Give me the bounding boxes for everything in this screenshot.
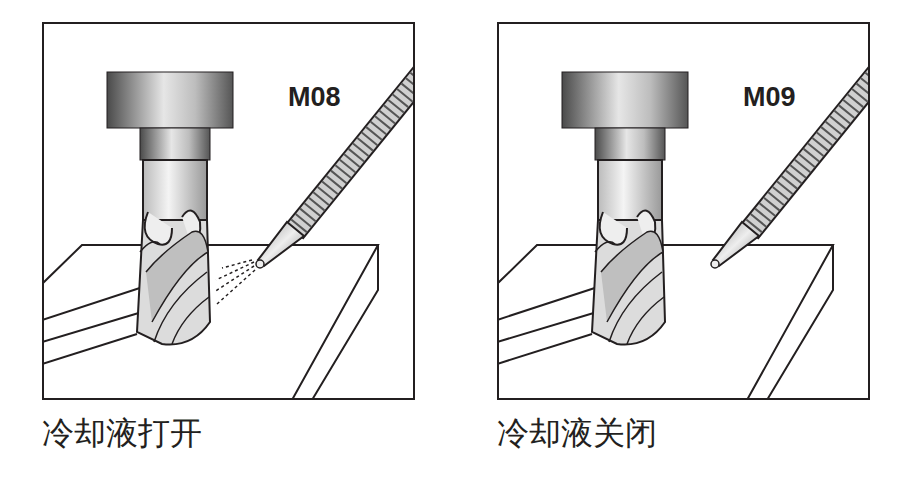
m-code-label: M08 [288,84,341,111]
panel-caption: 冷却液打开 [42,416,202,451]
panel-caption: 冷却液关闭 [497,416,657,451]
illustration-panel: M08冷却液打开 [42,22,415,400]
illustration-panel: M09冷却液关闭 [497,22,870,400]
m-code-label: M09 [743,84,796,111]
